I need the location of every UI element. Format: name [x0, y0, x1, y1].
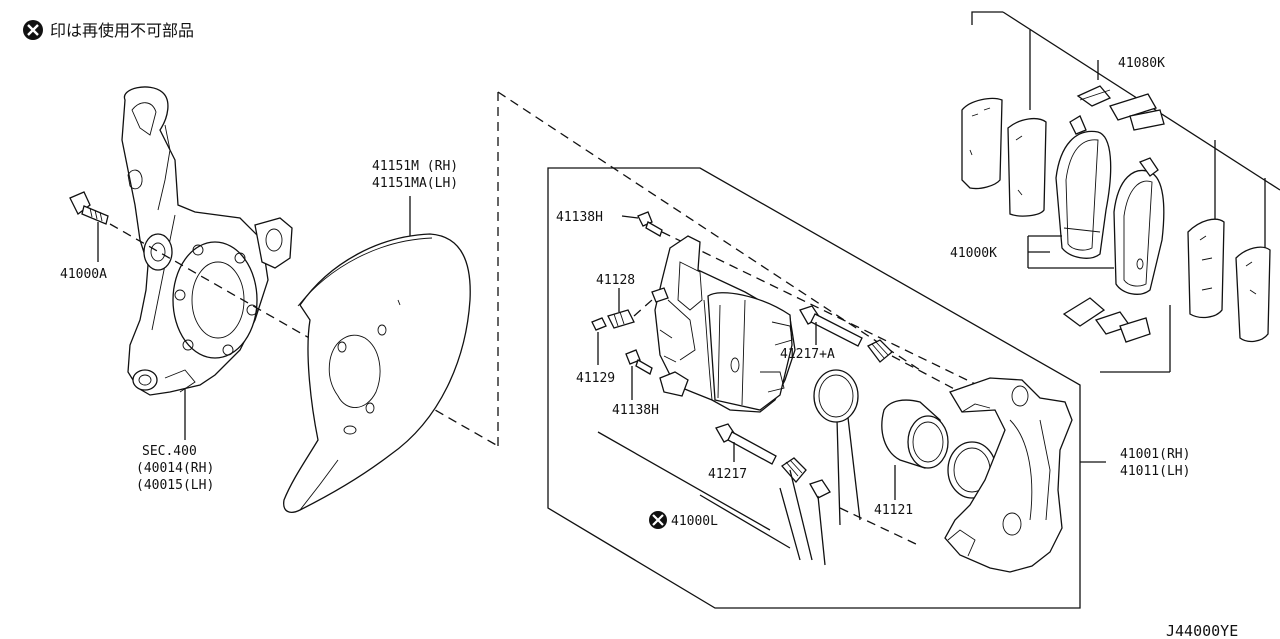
- label-41151m: 41151M (RH): [372, 159, 458, 174]
- label-sec400: SEC.400: [142, 444, 197, 459]
- label-40014: (40014(RH): [136, 461, 214, 476]
- piston-41121: [881, 399, 949, 469]
- pin-boot-top: [867, 339, 893, 363]
- guide-pin-41217: [715, 423, 777, 465]
- guide-pin-41217a: [799, 305, 863, 347]
- bleeder-cap-41129: [591, 317, 607, 331]
- brake-pad-inner: [1113, 157, 1165, 295]
- label-41129: 41129: [576, 371, 615, 386]
- label-41138h-bottom: 41138H: [612, 403, 659, 418]
- x-circle-icon: [23, 20, 43, 40]
- label-41151ma: 41151MA(LH): [372, 176, 458, 191]
- pad-shim-far-right: [1235, 246, 1271, 343]
- bleeder-screw-41128: [607, 309, 635, 329]
- diagram-code: J44000YE: [1166, 622, 1238, 639]
- label-41128: 41128: [596, 273, 635, 288]
- legend-text: 印は再使用不可部品: [50, 21, 194, 40]
- bolt-41000a: [69, 191, 109, 225]
- label-41000a: 41000A: [60, 267, 107, 282]
- pad-retainer-clips-top: [1076, 85, 1165, 131]
- label-41000k: 41000K: [950, 246, 997, 261]
- label-41121: 41121: [874, 503, 913, 518]
- caliper-body: [651, 235, 796, 413]
- label-41011: 41011(LH): [1120, 464, 1190, 479]
- label-41138h-top: 41138H: [556, 210, 603, 225]
- brake-pad-outer: [1055, 115, 1112, 259]
- pin-boot-bottom: [781, 457, 831, 499]
- brake-dust-shield: [283, 233, 471, 513]
- seal-kit-41000l: 41000L: [649, 511, 718, 529]
- label-41217a: 41217+A: [780, 347, 835, 362]
- x-circle-icon: [649, 511, 667, 529]
- label-41001: 41001(RH): [1120, 447, 1190, 462]
- label-41217: 41217: [708, 467, 747, 482]
- steering-knuckle: [121, 86, 293, 396]
- label-41000l: 41000L: [671, 514, 718, 529]
- bolt-41138h-top: [637, 211, 663, 237]
- legend: 印は再使用不可部品: [23, 20, 194, 40]
- caliper-housing-41001: [944, 377, 1073, 573]
- label-41080k: 41080K: [1118, 56, 1165, 71]
- pad-shim-inner-left: [1007, 117, 1047, 217]
- pad-shim-right: [1187, 218, 1225, 319]
- bolt-41138h-bottom: [625, 349, 653, 375]
- label-40015: (40015(LH): [136, 478, 214, 493]
- pad-retainer-clips-bottom: [1062, 297, 1151, 343]
- piston-seal: [813, 369, 859, 423]
- pad-shim-outer-left: [961, 97, 1003, 190]
